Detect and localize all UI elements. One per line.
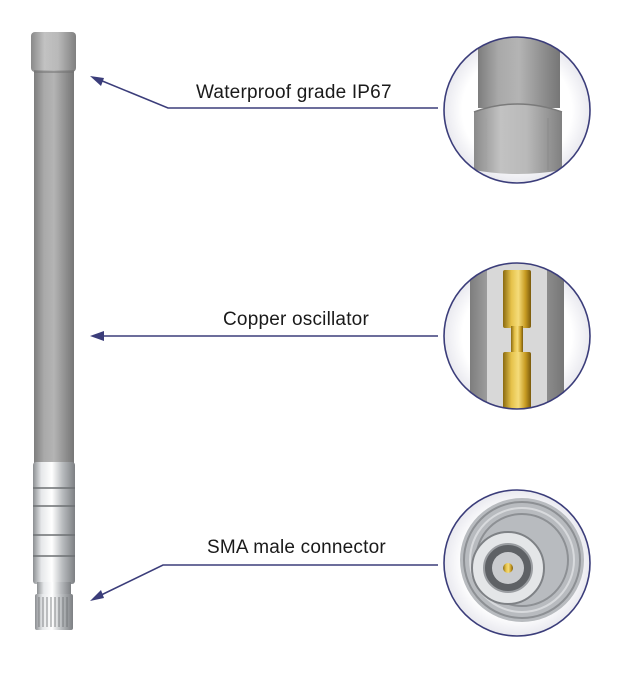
callout-label-waterproof: Waterproof grade IP67 [196,82,392,103]
callout-label-oscillator: Copper oscillator [223,309,369,330]
antenna-connector [35,594,73,630]
arrowhead-icon [90,76,104,86]
antenna-radome [34,70,74,465]
callout-line-connector [94,564,438,599]
antenna-metal-housing [33,462,75,594]
end-cap-closeup-icon [443,36,591,184]
connector-closeup-icon [443,489,591,637]
antenna-top-cap [31,32,76,72]
callout-label-connector: SMA male connector [207,537,386,558]
callout-arrowheads [90,76,104,601]
arrowhead-icon [90,331,104,341]
antenna [31,32,76,630]
arrowhead-icon [90,590,104,601]
callout-lines [94,77,438,599]
copper-oscillator-closeup-icon [443,262,591,410]
callout-line-waterproof [94,77,438,109]
